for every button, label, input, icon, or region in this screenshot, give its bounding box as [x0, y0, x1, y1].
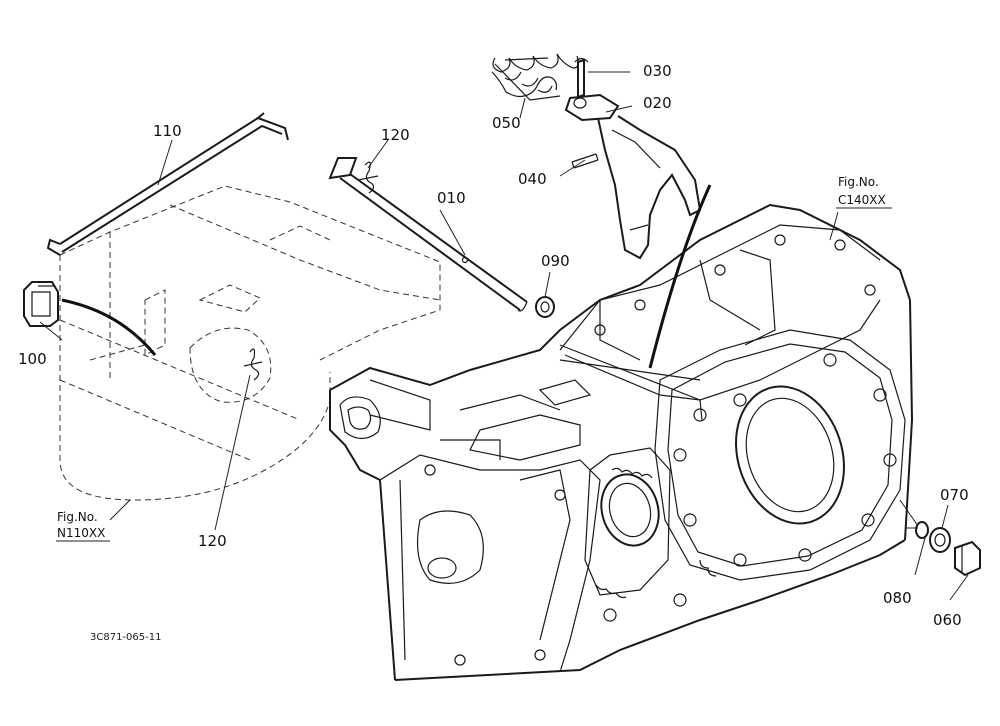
- o-ring-080: [915, 521, 929, 539]
- callout-120-upper: 120: [381, 126, 410, 144]
- callout-120-lower: 120: [198, 532, 227, 550]
- snap-pin-120-upper: [357, 161, 379, 194]
- callout-070: 070: [940, 486, 969, 504]
- shaft-010: [328, 157, 528, 312]
- callout-040: 040: [518, 170, 547, 188]
- snap-pin-120-lower: [243, 348, 263, 381]
- callout-090: 090: [541, 252, 570, 270]
- plug-060: [954, 540, 981, 577]
- fig-ref-n110-prefix: Fig.No.: [57, 510, 98, 524]
- fig-ref-n110-code: N110XX: [57, 526, 105, 540]
- callout-020: 020: [643, 94, 672, 112]
- install-arrows: [61, 184, 712, 369]
- shift-fork-020: [564, 93, 702, 260]
- fig-ref-c140[interactable]: Fig.No. C140XX: [836, 175, 892, 209]
- callout-060: 060: [933, 611, 962, 629]
- leader-lines: [39, 71, 969, 601]
- pin-030: [574, 57, 589, 99]
- callout-110: 110: [153, 122, 182, 140]
- callout-100: 100: [18, 350, 47, 368]
- housing-outline-n110: [59, 185, 441, 501]
- seal-070: [929, 527, 951, 553]
- grommet-100: [23, 281, 59, 327]
- callout-050: 050: [492, 114, 521, 132]
- callout-030: 030: [643, 62, 672, 80]
- spring-pin-040: [571, 153, 599, 169]
- fig-ref-c140-prefix: Fig.No.: [838, 175, 879, 189]
- callout-080: 080: [883, 589, 912, 607]
- fig-ref-n110[interactable]: Fig.No. N110XX: [56, 510, 110, 542]
- bolt-holes: [424, 234, 897, 666]
- callout-010: 010: [437, 189, 466, 207]
- spring-050: [491, 53, 579, 101]
- drawing-code: 3C871-065-11: [90, 632, 161, 643]
- fig-ref-c140-code: C140XX: [838, 193, 886, 207]
- transmission-case: [329, 203, 914, 681]
- ring-090: [535, 296, 555, 318]
